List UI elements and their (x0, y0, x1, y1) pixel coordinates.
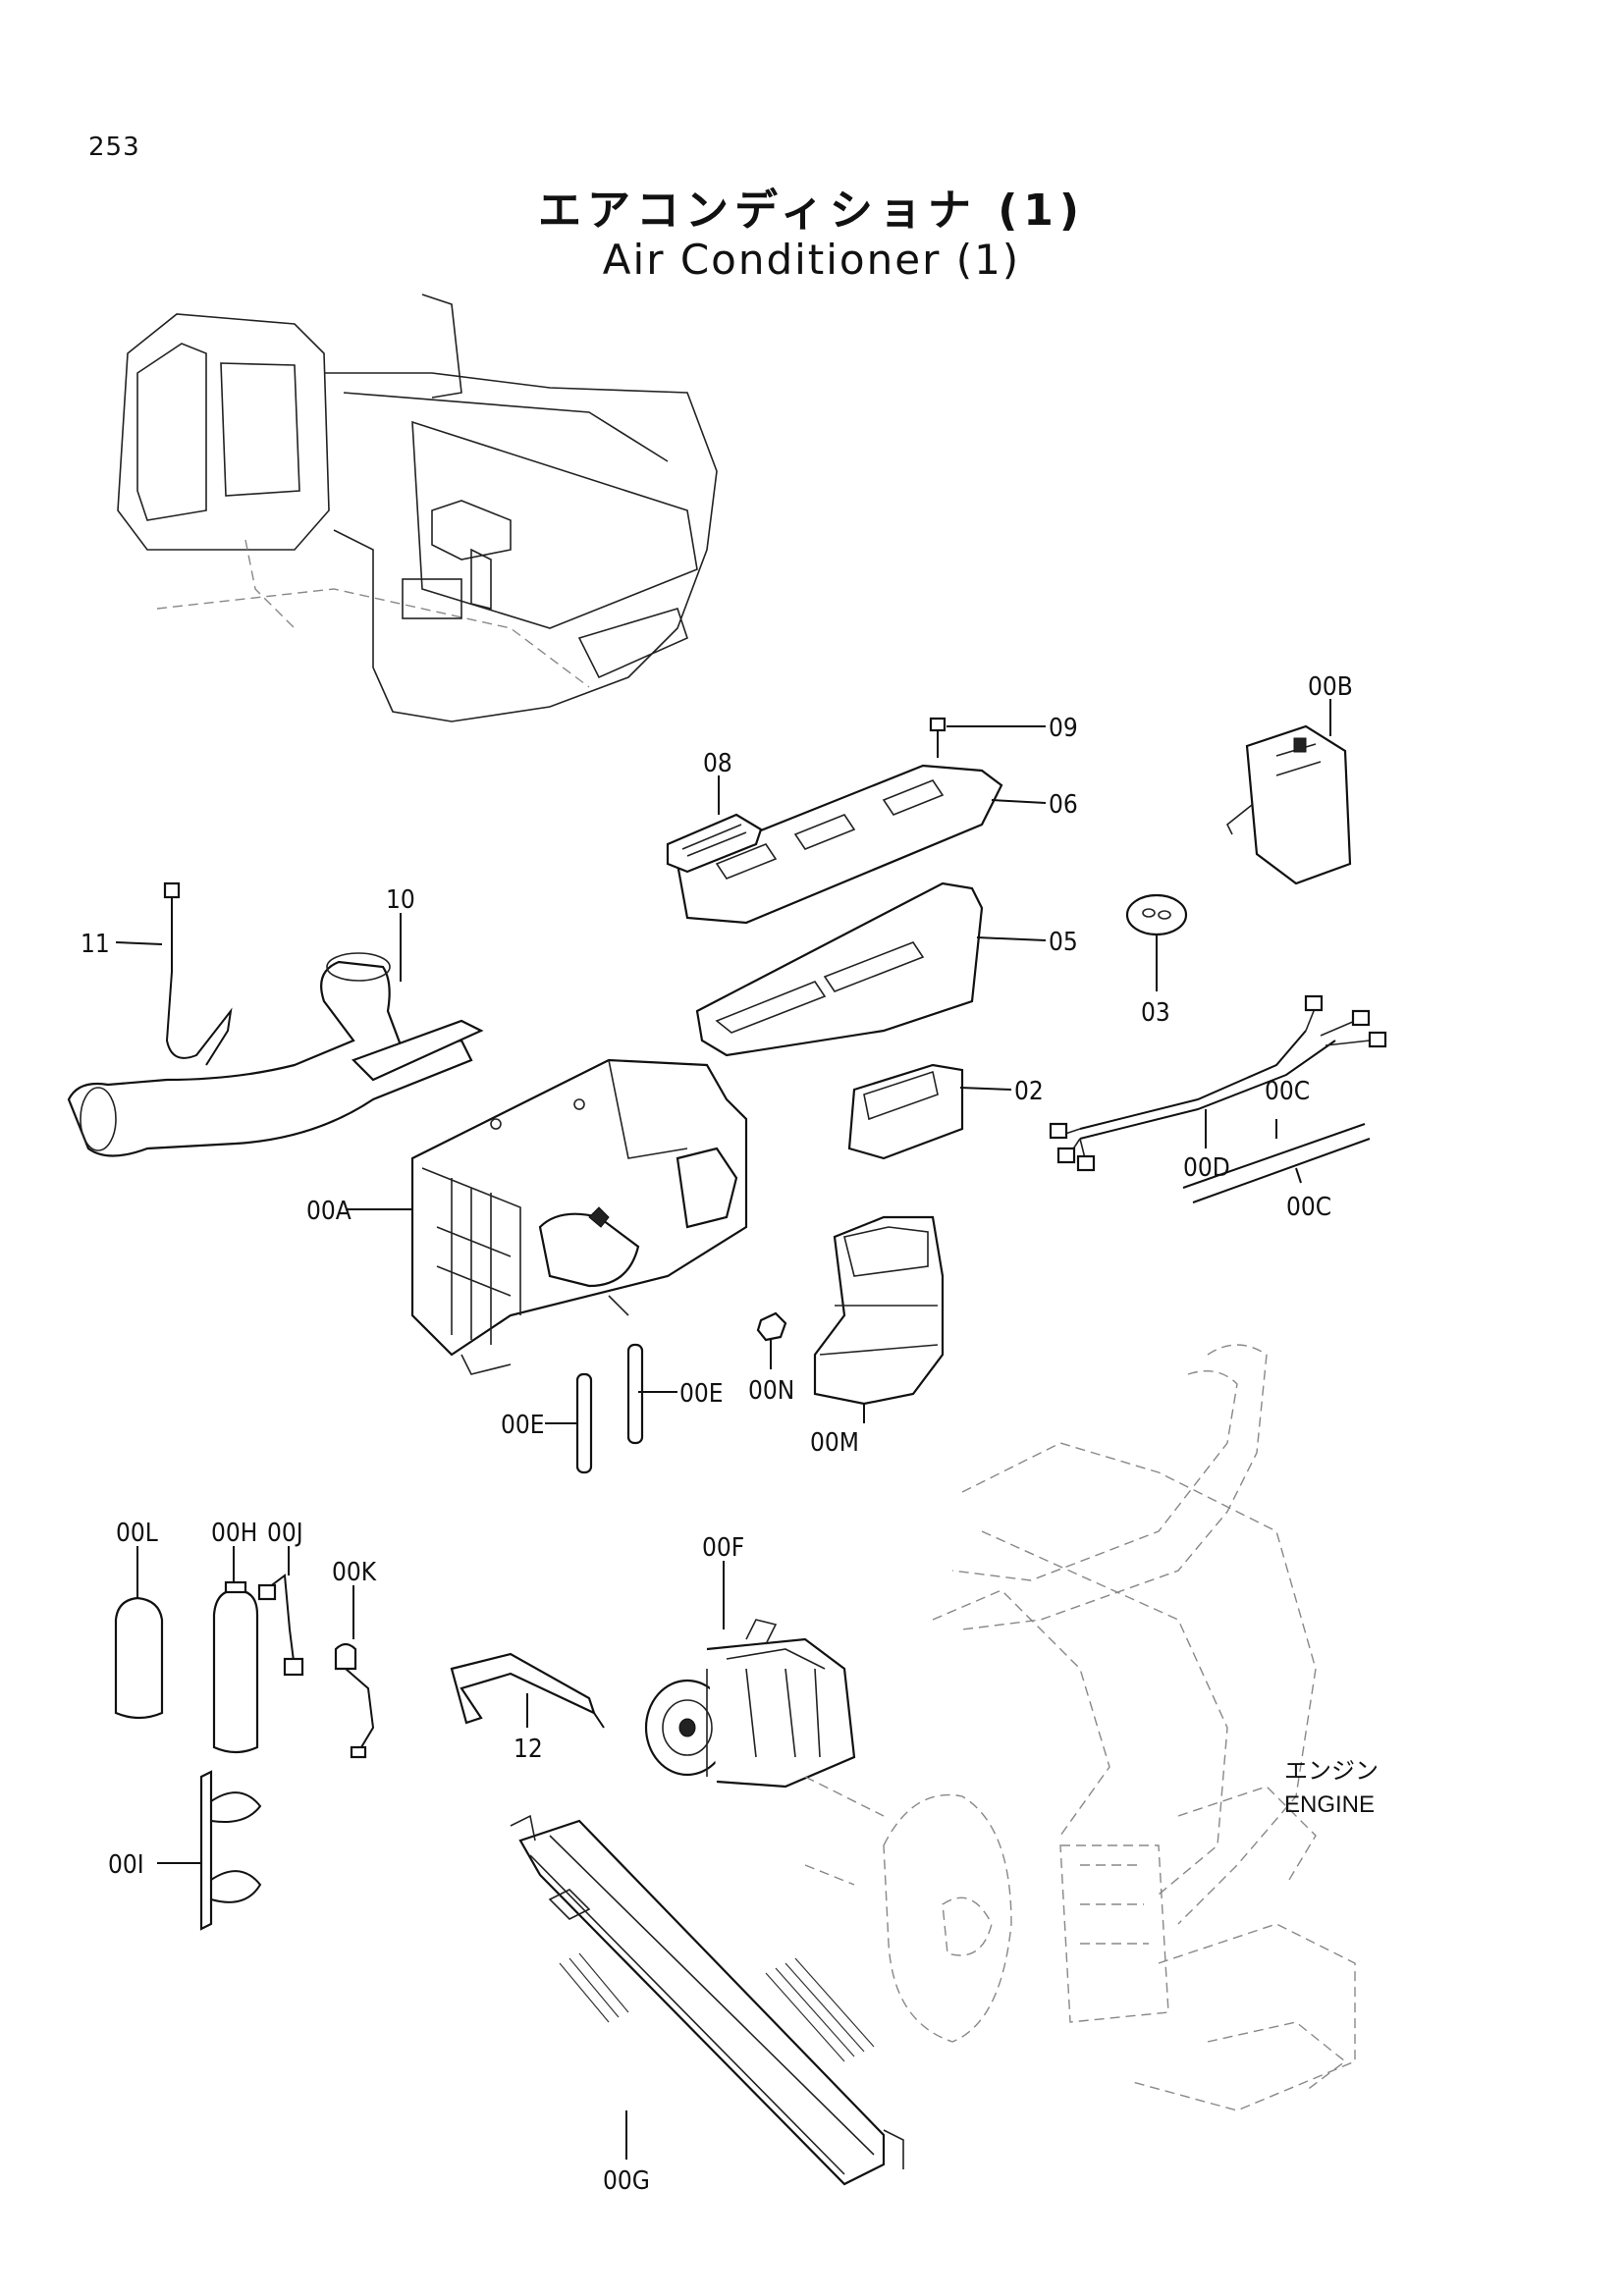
part-08-louver: 08 (666, 749, 763, 874)
callout-00D: 00D (1183, 1153, 1230, 1183)
part-00G-condenser: 00G (510, 1814, 904, 2196)
part-00M-blower: 00M (810, 1215, 945, 1458)
part-02-filter-box: 02 (847, 1063, 1044, 1160)
excavator-overview (117, 294, 718, 722)
callout-00I: 00I (108, 1850, 144, 1880)
callout-08: 08 (703, 749, 732, 778)
callout-00J: 00J (267, 1519, 303, 1548)
engine-label-en: ENGINE (1284, 1791, 1375, 1818)
callout-00C-top: 00C (1265, 1077, 1310, 1106)
part-00F-compressor: 00F (644, 1533, 856, 1789)
part-06-upper-duct: 06 (676, 764, 1078, 925)
callout-00G: 00G (603, 2166, 650, 2196)
part-12-belt: 12 (450, 1652, 605, 1764)
part-00C-wires: 00C 00C (1182, 1077, 1371, 1222)
callout-00E-right: 00E (679, 1379, 724, 1409)
part-00K-switch: 00K (332, 1558, 377, 1759)
callout-03: 03 (1141, 998, 1170, 1028)
page-number: 253 (88, 133, 140, 162)
callout-00C-bottom: 00C (1286, 1193, 1331, 1222)
title-japanese: エアコンディショナ (1) (537, 186, 1086, 236)
callout-11: 11 (81, 930, 110, 959)
part-09-screw: 09 (929, 714, 1078, 758)
callout-00H: 00H (211, 1519, 257, 1548)
part-00E-drain-hoses: 00E 00E (501, 1343, 724, 1474)
part-00N-nut: 00N (748, 1311, 794, 1406)
part-00B-control-unit: 00B (1225, 672, 1353, 885)
part-05-lower-duct: 05 (695, 881, 1078, 1057)
title-english: Air Conditioner (1) (602, 236, 1021, 284)
callout-00A: 00A (306, 1197, 352, 1226)
engine-phantom (804, 1344, 1356, 2111)
part-00D-harness: 00D (1049, 994, 1387, 1183)
part-03-grommet: 03 (1125, 893, 1188, 1028)
part-00L-can: 00L (114, 1519, 164, 1720)
callout-12: 12 (514, 1735, 543, 1764)
callout-00N: 00N (748, 1376, 794, 1406)
part-00J-pipe: 00J (257, 1519, 304, 1677)
part-11-cable: 11 (81, 881, 233, 1066)
callout-05: 05 (1049, 928, 1078, 957)
part-00I-bracket: 00I (108, 1770, 262, 1931)
callout-00B: 00B (1308, 672, 1353, 702)
callout-09: 09 (1049, 714, 1078, 743)
callout-06: 06 (1049, 790, 1078, 820)
callout-00E-left: 00E (501, 1411, 545, 1440)
part-00A-main-unit: 00A (306, 1058, 748, 1375)
part-10-duct-hose: 10 (67, 885, 484, 1157)
callout-00F: 00F (702, 1533, 744, 1563)
callout-00K: 00K (332, 1558, 377, 1587)
part-00H-receiver: 00H (211, 1519, 259, 1754)
callout-00M: 00M (810, 1428, 859, 1458)
callout-00L: 00L (116, 1519, 158, 1548)
engine-label-jp: エンジン (1284, 1758, 1379, 1785)
callout-10: 10 (386, 885, 415, 915)
callout-02: 02 (1014, 1077, 1044, 1106)
